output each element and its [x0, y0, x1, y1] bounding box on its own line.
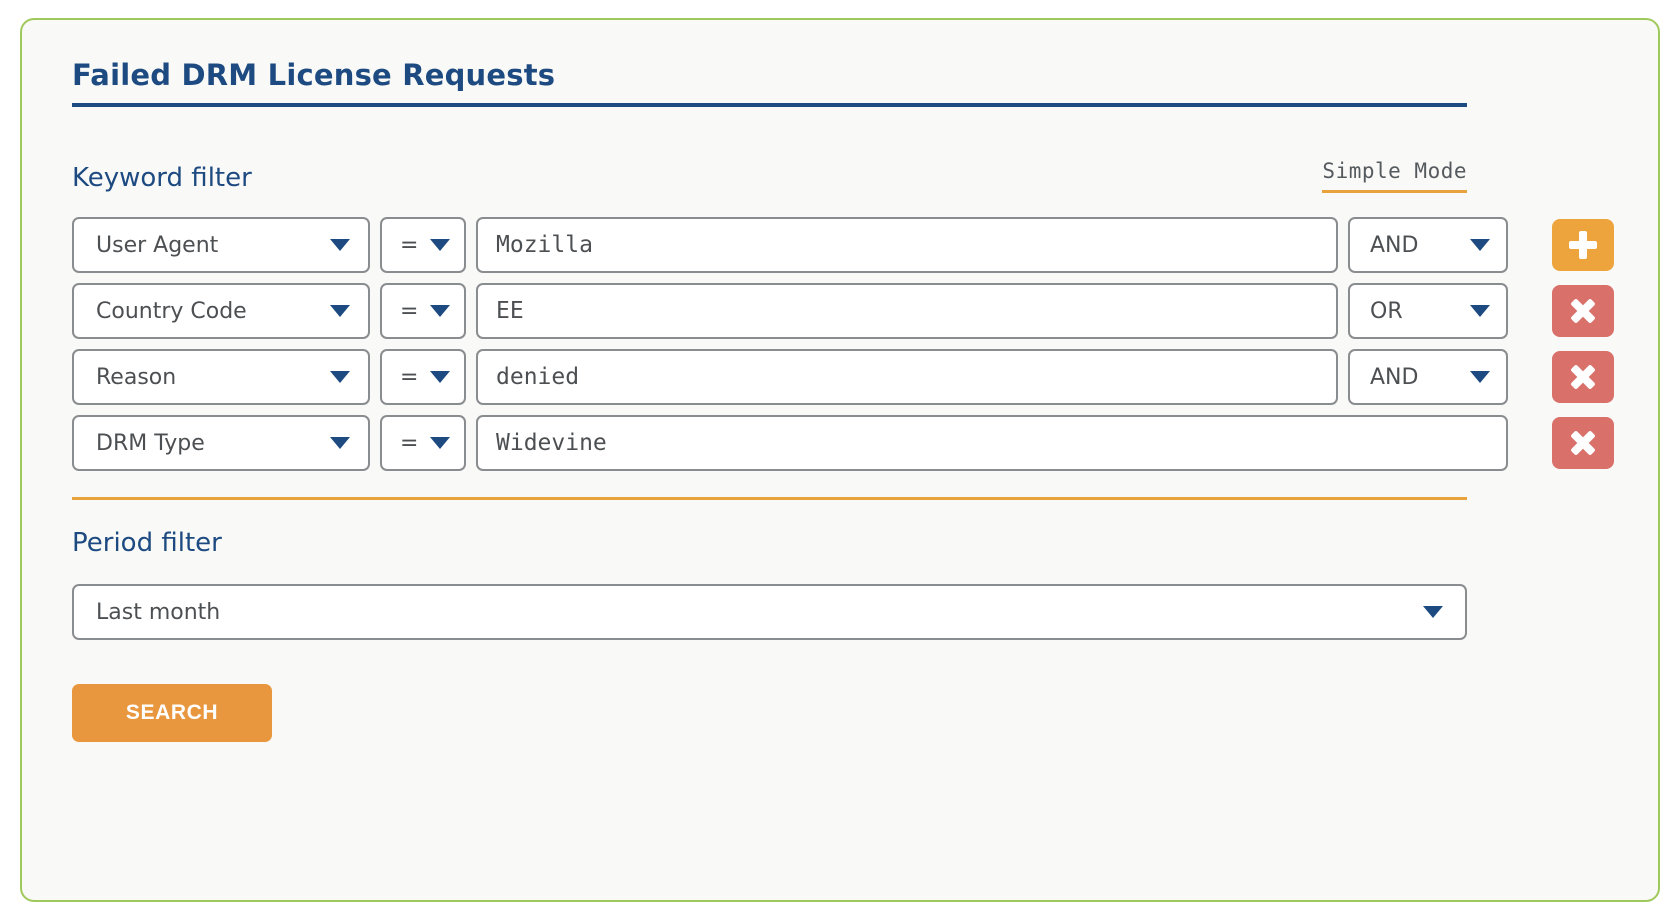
chevron-down-icon [330, 437, 350, 450]
chevron-down-icon [330, 371, 350, 384]
close-icon [1569, 363, 1597, 391]
field-select-value: DRM Type [96, 430, 205, 456]
field-select[interactable]: Reason [72, 349, 370, 406]
filter-row: Country Code = EE OR [72, 283, 1614, 340]
keyword-filter-rows: User Agent = Mozilla AND [72, 217, 1614, 472]
connector-select-value: AND [1370, 364, 1419, 390]
section-divider [72, 497, 1467, 501]
value-input[interactable]: Mozilla [476, 217, 1338, 274]
keyword-filter-header: Keyword filter Simple Mode [72, 159, 1467, 194]
page-title: Failed DRM License Requests [72, 58, 556, 92]
remove-filter-row-button[interactable] [1552, 351, 1614, 404]
close-icon [1569, 429, 1597, 457]
chevron-down-icon [330, 239, 350, 252]
chevron-down-icon [1470, 239, 1490, 252]
field-select-value: Country Code [96, 298, 247, 324]
operator-select-value: = [400, 364, 419, 390]
connector-select[interactable]: AND [1348, 217, 1508, 274]
chevron-down-icon [1470, 371, 1490, 384]
field-select[interactable]: DRM Type [72, 415, 370, 472]
connector-select[interactable]: OR [1348, 283, 1508, 340]
operator-select[interactable]: = [380, 415, 466, 472]
field-select-value: User Agent [96, 232, 219, 258]
value-input[interactable]: EE [476, 283, 1338, 340]
filter-row: Reason = denied AND [72, 349, 1614, 406]
chevron-down-icon [430, 239, 450, 252]
remove-filter-row-button[interactable] [1552, 417, 1614, 470]
field-select-value: Reason [96, 364, 177, 390]
simple-mode-toggle[interactable]: Simple Mode [1322, 159, 1467, 194]
plus-icon [1569, 231, 1597, 260]
filter-row: DRM Type = Widevine [72, 415, 1614, 472]
operator-select-value: = [400, 430, 419, 456]
chevron-down-icon [1423, 606, 1443, 619]
operator-select-value: = [400, 298, 419, 324]
panel-header: Failed DRM License Requests [72, 58, 1467, 107]
field-select[interactable]: Country Code [72, 283, 370, 340]
search-button[interactable]: SEARCH [72, 684, 272, 743]
chevron-down-icon [430, 437, 450, 450]
add-filter-row-button[interactable] [1552, 219, 1614, 272]
title-underline [72, 103, 1467, 107]
chevron-down-icon [430, 305, 450, 318]
connector-select-value: OR [1370, 298, 1403, 324]
value-input[interactable]: denied [476, 349, 1338, 406]
period-select[interactable]: Last month [72, 584, 1467, 641]
operator-select[interactable]: = [380, 283, 466, 340]
chevron-down-icon [330, 305, 350, 318]
operator-select-value: = [400, 232, 419, 258]
filter-panel-card: Failed DRM License Requests Keyword filt… [20, 18, 1660, 902]
field-select[interactable]: User Agent [72, 217, 370, 274]
connector-select[interactable]: AND [1348, 349, 1508, 406]
filter-row: User Agent = Mozilla AND [72, 217, 1614, 274]
period-select-value: Last month [96, 599, 221, 625]
operator-select[interactable]: = [380, 217, 466, 274]
value-input[interactable]: Widevine [476, 415, 1508, 472]
close-icon [1569, 297, 1597, 325]
chevron-down-icon [1470, 305, 1490, 318]
connector-select-value: AND [1370, 232, 1419, 258]
operator-select[interactable]: = [380, 349, 466, 406]
keyword-filter-label: Keyword filter [72, 163, 252, 194]
remove-filter-row-button[interactable] [1552, 285, 1614, 338]
period-filter-label: Period filter [72, 528, 222, 559]
chevron-down-icon [430, 371, 450, 384]
